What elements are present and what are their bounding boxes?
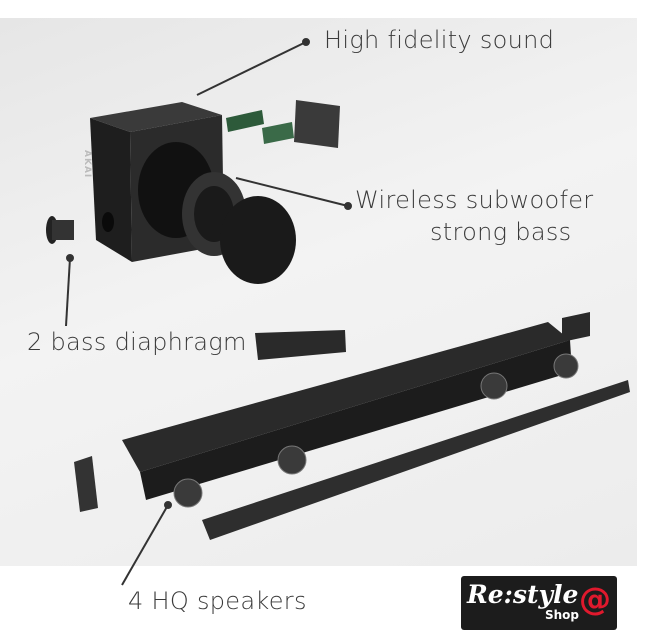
speaker-1 [173,478,203,508]
leader-line-subwoofer [235,177,349,207]
label-high-fidelity: High fidelity sound [324,26,555,54]
brand-mark: AKAI [82,150,92,179]
cart-at-icon: @ [579,580,611,618]
speaker-3 [480,372,508,400]
speaker-2 [277,445,307,475]
soundbar-grille [202,380,630,540]
leader-line-sound [196,41,307,96]
logo-main-text: Re:style [467,580,579,609]
label-subwoofer-1: Wireless subwoofer [355,186,594,214]
speaker-4 [553,353,579,379]
label-diaphragm: 2 bass diaphragm [27,328,247,356]
label-speakers: 4 HQ speakers [128,587,307,615]
soundbar [74,312,630,540]
logo-sub-text: Shop [545,608,580,622]
leader-line-speakers [121,504,169,586]
leader-line-diaphragm [65,257,71,327]
subwoofer-grille [220,196,296,284]
restyle-shop-logo: Re:style Shop @ [461,576,617,630]
label-subwoofer-2: strong bass [430,218,572,246]
